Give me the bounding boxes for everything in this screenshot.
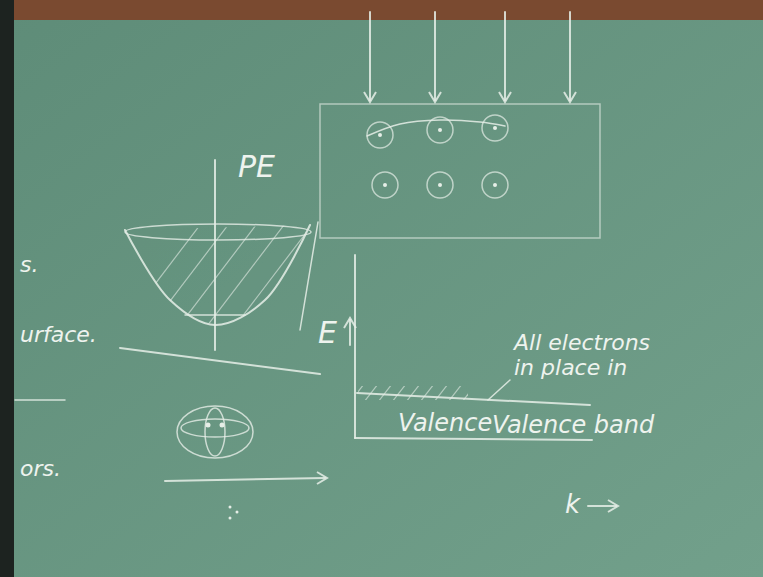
atom-circle (482, 172, 508, 198)
hatching (260, 225, 340, 330)
chalk-label: Valence band (492, 412, 654, 440)
board-edge (0, 0, 14, 577)
leader-line (488, 380, 510, 400)
orbital (181, 419, 249, 437)
hatching (462, 386, 468, 400)
chalk-mark (229, 506, 232, 509)
energy-axis (354, 255, 356, 438)
chalk-label: k (565, 490, 580, 520)
hatching (232, 225, 312, 330)
charge-dot (206, 423, 211, 428)
atom-core (378, 133, 382, 137)
chalk-mark (236, 511, 239, 514)
chalk-label: urface. (20, 322, 97, 347)
distance-axis (165, 478, 325, 481)
hatching (420, 386, 434, 400)
atom-core (438, 128, 442, 132)
chalk-mark (229, 517, 232, 520)
arrow-head (344, 318, 356, 328)
e-arrow (349, 320, 351, 345)
light-arrow (434, 12, 436, 100)
light-arrow (504, 12, 506, 100)
hatching (378, 386, 392, 400)
arrow-head (499, 92, 511, 102)
atom-core (438, 183, 442, 187)
hatching (358, 386, 364, 400)
chalk-label: ors. (20, 456, 61, 481)
pe-axis (214, 160, 216, 350)
arrow-head (429, 92, 441, 102)
chalk-label: PE (238, 150, 275, 185)
atom-circle (372, 172, 398, 198)
atom-circle (427, 172, 453, 198)
k-arrow (588, 505, 616, 507)
well-side (300, 222, 318, 330)
orbital (205, 408, 225, 456)
hatching (406, 386, 420, 400)
atom-sketch (177, 406, 253, 458)
chalk-label: All electrons in place in (514, 330, 654, 381)
arrow-head (317, 472, 327, 484)
chalk-label: Valence (398, 410, 492, 438)
underline (15, 399, 65, 401)
hatching (364, 386, 378, 400)
board-frame (0, 0, 763, 20)
hatching (392, 386, 406, 400)
arrow-head (564, 92, 576, 102)
light-arrow (569, 12, 571, 100)
hatching (434, 386, 448, 400)
atom-core (493, 183, 497, 187)
crystal-box (320, 104, 600, 238)
chalk-label: E (318, 316, 337, 351)
hatching (448, 386, 462, 400)
x-axis (120, 348, 320, 374)
valence-band-edge (357, 393, 590, 405)
chalk-label: s. (20, 252, 38, 277)
atom-core (493, 126, 497, 130)
atom-core (383, 183, 387, 187)
arrow-head (608, 500, 618, 512)
light-arrow (369, 12, 371, 100)
arrow-head (364, 92, 376, 102)
charge-dot (220, 423, 225, 428)
atom-circle (482, 115, 508, 141)
electron-path (367, 120, 505, 136)
